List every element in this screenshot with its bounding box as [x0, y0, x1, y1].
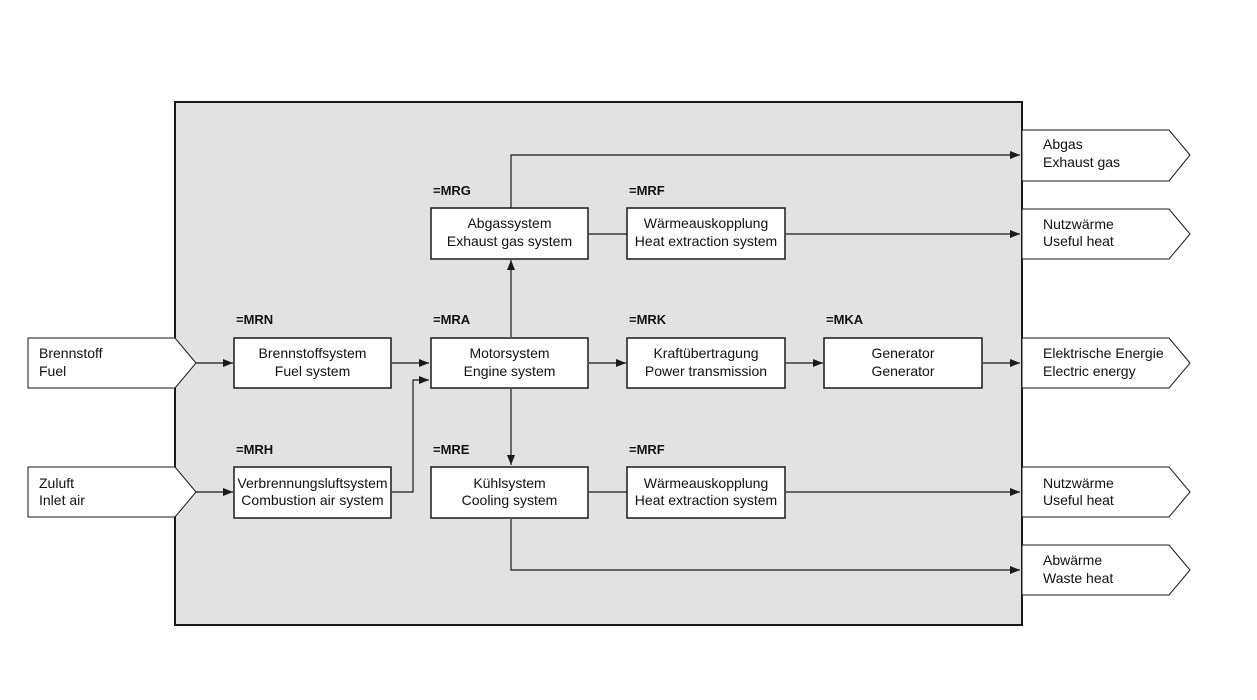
block-label-de: Generator — [871, 345, 934, 361]
block-exhaust-gas-system: =MRG Abgassystem Exhaust gas system — [430, 183, 589, 260]
block-generator: =MKA Generator Generator — [823, 312, 983, 389]
port-label-en: Inlet air — [39, 492, 85, 508]
block-label-de: Abgassystem — [467, 215, 551, 231]
block-label-en: Generator — [871, 363, 934, 379]
block-label-en: Cooling system — [462, 492, 558, 508]
output-port-exhaust-gas: Abgas Exhaust gas — [1021, 129, 1191, 182]
block-code: =MRN — [236, 312, 273, 327]
block-engine-system: =MRA Motorsystem Engine system — [430, 312, 589, 389]
port-label-en: Useful heat — [1043, 492, 1114, 508]
output-port-waste-heat: Abwärme Waste heat — [1021, 544, 1191, 596]
flow-cooling-system-to-waste-heat — [510, 519, 1020, 574]
port-label-de: Nutzwärme — [1043, 216, 1114, 232]
block-code: =MRH — [236, 442, 273, 457]
port-label-de: Brennstoff — [39, 345, 103, 361]
flow-exhaust-system-to-exhaust-gas — [510, 151, 1020, 208]
block-label-en: Power transmission — [645, 363, 767, 379]
input-port-fuel: Brennstoff Fuel — [27, 337, 197, 389]
port-label-de: Zuluft — [39, 475, 74, 491]
block-code: =MRF — [629, 183, 665, 198]
port-label-de: Abgas — [1043, 136, 1083, 152]
block-heat-extraction-top: =MRF Wärmeauskopplung Heat extraction sy… — [626, 183, 786, 260]
block-label-en: Engine system — [464, 363, 556, 379]
block-fuel-system: =MRN Brennstoffsystem Fuel system — [233, 312, 392, 389]
port-label-de: Abwärme — [1043, 552, 1102, 568]
block-code: =MKA — [826, 312, 864, 327]
block-code: =MRA — [433, 312, 471, 327]
block-combustion-air-system: =MRH Verbrennungsluftsystem Combustion a… — [233, 442, 392, 519]
output-port-useful-heat-bottom: Nutzwärme Useful heat — [1021, 466, 1191, 518]
block-label-de: Kraftübertragung — [653, 345, 758, 361]
port-label-de: Nutzwärme — [1043, 475, 1114, 491]
block-label-de: Verbrennungsluftsystem — [237, 475, 387, 491]
port-label-de: Elektrische Energie — [1043, 345, 1164, 361]
block-power-transmission: =MRK Kraftübertragung Power transmission — [626, 312, 786, 389]
flow-combustion-air-to-engine — [392, 376, 429, 493]
block-heat-extraction-bottom: =MRF Wärmeauskopplung Heat extraction sy… — [626, 442, 786, 519]
block-code: =MRF — [629, 442, 665, 457]
input-port-inlet-air: Zuluft Inlet air — [27, 466, 197, 518]
block-label-en: Fuel system — [275, 363, 350, 379]
block-label-de: Kühlsystem — [473, 475, 545, 491]
flow-lines — [196, 151, 1020, 574]
block-label-en: Heat extraction system — [635, 233, 777, 249]
block-code: =MRK — [629, 312, 667, 327]
block-label-en: Exhaust gas system — [447, 233, 572, 249]
block-code: =MRG — [433, 183, 471, 198]
block-label-en: Combustion air system — [241, 492, 383, 508]
output-port-electric-energy: Elektrische Energie Electric energy — [1021, 337, 1191, 389]
block-label-en: Heat extraction system — [635, 492, 777, 508]
port-label-en: Electric energy — [1043, 363, 1136, 379]
block-label-de: Wärmeauskopplung — [644, 215, 769, 231]
block-label-de: Motorsystem — [469, 345, 549, 361]
block-cooling-system: =MRE Kühlsystem Cooling system — [430, 442, 589, 519]
block-code: =MRE — [433, 442, 470, 457]
block-label-de: Brennstoffsystem — [259, 345, 367, 361]
port-label-en: Exhaust gas — [1043, 154, 1120, 170]
port-label-en: Waste heat — [1043, 570, 1113, 586]
port-label-en: Fuel — [39, 363, 66, 379]
port-label-en: Useful heat — [1043, 233, 1114, 249]
output-port-useful-heat-top: Nutzwärme Useful heat — [1021, 208, 1191, 260]
block-label-de: Wärmeauskopplung — [644, 475, 769, 491]
